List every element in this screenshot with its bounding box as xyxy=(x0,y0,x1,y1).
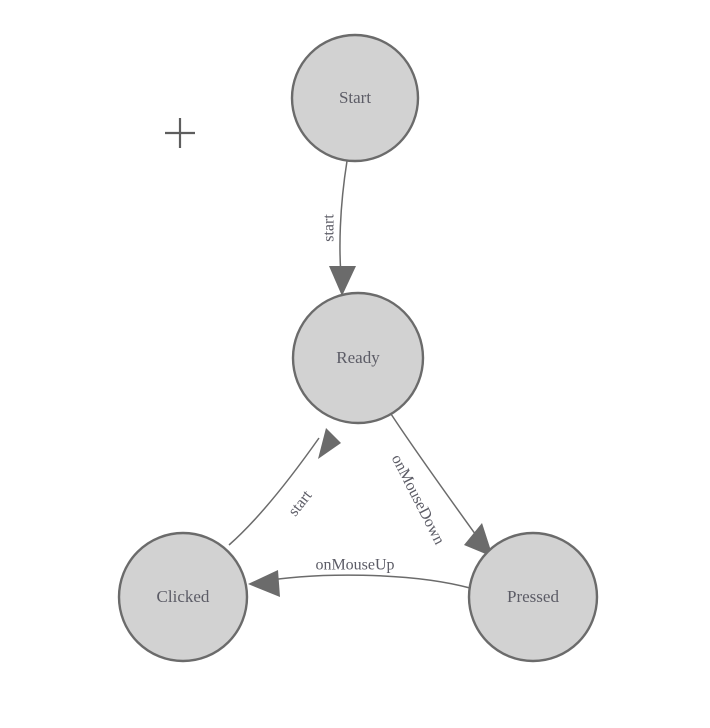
node-pressed-circle[interactable] xyxy=(467,531,599,663)
node-start-label: Start xyxy=(339,88,371,107)
edge-pressed-to-clicked-path xyxy=(257,574,471,589)
edge-clicked-to-ready[interactable]: start xyxy=(228,428,341,546)
node-clicked[interactable]: Clicked xyxy=(117,531,249,663)
edge-pressed-to-clicked-arrowhead xyxy=(248,570,280,597)
node-ready[interactable]: Ready xyxy=(291,291,425,425)
edge-pressed-to-clicked[interactable]: onMouseUp xyxy=(248,557,471,597)
node-start[interactable]: Start xyxy=(290,33,420,163)
node-pressed[interactable]: Pressed xyxy=(467,531,599,663)
edge-ready-to-pressed-arrowhead xyxy=(464,523,493,557)
node-clicked-label: Clicked xyxy=(157,587,210,606)
node-clicked-circle[interactable] xyxy=(117,531,249,663)
node-start-circle[interactable] xyxy=(290,33,420,163)
edge-label-clicked-to-ready: start xyxy=(285,487,316,520)
edge-label-start-to-ready: start xyxy=(321,214,338,242)
edge-ready-to-pressed[interactable]: onMouseDown xyxy=(388,413,493,557)
node-pressed-label: Pressed xyxy=(507,587,559,606)
edge-label-pressed-to-clicked: onMouseUp xyxy=(315,557,394,574)
edge-start-to-ready-arrowhead xyxy=(329,266,356,296)
node-ready-circle[interactable] xyxy=(291,291,425,425)
plus-marker-icon xyxy=(165,118,195,148)
edge-label-ready-to-pressed: onMouseDown xyxy=(388,452,448,548)
edge-clicked-to-ready-path xyxy=(228,437,320,546)
node-ready-label: Ready xyxy=(336,348,380,367)
edge-clicked-to-ready-arrowhead xyxy=(318,428,341,459)
edge-start-to-ready[interactable]: start xyxy=(321,160,356,296)
